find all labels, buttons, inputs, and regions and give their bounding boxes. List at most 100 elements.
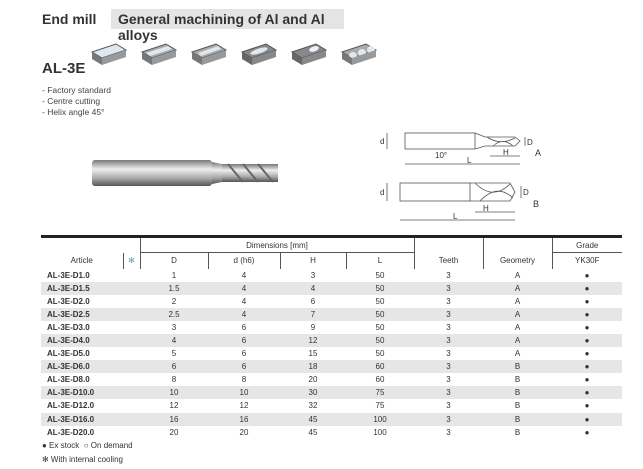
table-cell: 3 <box>446 388 451 398</box>
article-cell: AL-3E-D10.0 <box>47 388 95 398</box>
end-mill-photo <box>92 160 278 186</box>
column-header: ✻ <box>122 252 140 269</box>
column-header: YK30F <box>551 252 622 269</box>
article-cell: AL-3E-D2.0 <box>47 296 90 306</box>
table-cell: 3 <box>171 322 177 332</box>
table-cell: ● <box>584 388 590 398</box>
table-cell: B <box>514 414 521 424</box>
article-cell: AL-3E-D12.0 <box>47 401 95 411</box>
table-cell: B <box>514 388 521 398</box>
table-cell: ● <box>584 349 590 359</box>
table-cell: 60 <box>375 362 385 372</box>
face-milling-icon <box>90 43 128 65</box>
column-header: D <box>139 252 208 269</box>
table-cell: 6 <box>241 362 247 372</box>
legend-cooling: ✻ With internal cooling <box>42 455 123 464</box>
table-cell: 10 <box>239 388 249 398</box>
table-cell <box>123 282 140 295</box>
geometry-a-label: A <box>535 148 541 158</box>
table-cell: 3 <box>446 270 451 280</box>
column-header: L <box>345 252 414 269</box>
table-cell: A <box>514 296 521 306</box>
table-cell: 20 <box>169 427 179 437</box>
table-cell: 100 <box>373 414 387 424</box>
table-cell <box>123 347 140 360</box>
table-cell: 20 <box>239 427 249 437</box>
table-cell: 5 <box>171 349 177 359</box>
table-cell: B <box>514 362 521 372</box>
copy-milling-icon <box>340 43 378 65</box>
pocket-milling-icon <box>240 43 278 65</box>
article-cell: AL-3E-D8.0 <box>47 375 90 385</box>
article-cell: AL-3E-D20.0 <box>47 427 95 437</box>
table-cell: ● <box>584 362 590 372</box>
article-cell: AL-3E-D1.5 <box>47 283 90 293</box>
table-cell: 2 <box>171 296 177 306</box>
table-cell: 50 <box>375 283 385 293</box>
legend-on-demand: ○ On demand <box>83 441 133 450</box>
table-cell: 1 <box>171 270 177 280</box>
table-cell <box>123 334 140 347</box>
article-cell: AL-3E-D1.0 <box>47 270 90 280</box>
table-cell: ● <box>584 336 590 346</box>
table-cell: B <box>514 427 521 437</box>
dim-d-label: d <box>380 188 384 197</box>
table-cell: 8 <box>171 375 177 385</box>
table-cell: 6 <box>171 362 177 372</box>
column-header: d (h6) <box>207 252 280 269</box>
table-cell: 4 <box>171 336 177 346</box>
table-cell: 16 <box>239 414 249 424</box>
table-cell: 50 <box>375 270 385 280</box>
table-cell: 100 <box>373 427 387 437</box>
table-cell: 10 <box>169 388 179 398</box>
subtitle-banner: General machining of Al and Al alloys <box>111 9 344 43</box>
table-cell: A <box>514 283 521 293</box>
table-cell: ● <box>584 375 590 385</box>
grade-header: Grade <box>551 236 622 253</box>
table-cell: 3 <box>446 283 451 293</box>
table-cell <box>123 308 140 321</box>
table-cell: 50 <box>375 336 385 346</box>
table-cell: A <box>514 349 521 359</box>
table-cell: 18 <box>308 362 318 372</box>
column-header: H <box>279 252 346 269</box>
dim-d-label: d <box>380 137 384 146</box>
shoulder-milling-icon <box>140 43 178 65</box>
table-cell: 12 <box>308 336 318 346</box>
table-cell: A <box>514 270 521 280</box>
dim-h-label: H <box>503 148 509 157</box>
feature-item: - Factory standard <box>42 85 111 95</box>
table-cell: 75 <box>375 388 385 398</box>
dim-l-label: L <box>453 212 458 221</box>
table-cell: ● <box>584 322 590 332</box>
table-cell <box>123 426 140 439</box>
table-cell: ● <box>584 401 590 411</box>
table-cell: ● <box>584 414 590 424</box>
table-cell: 12 <box>169 401 179 411</box>
table-cell: A <box>514 322 521 332</box>
geometry-drawing: d 10° L H D A d L H D B <box>380 132 541 221</box>
table-cell: 8 <box>241 375 247 385</box>
table-cell <box>123 413 140 426</box>
column-header: Teeth <box>413 252 483 269</box>
table-cell: B <box>514 375 521 385</box>
plunge-milling-icon <box>290 43 328 65</box>
table-cell: 9 <box>310 322 316 332</box>
table-cell: A <box>514 309 521 319</box>
dim-h-label: H <box>483 204 489 213</box>
article-cell: AL-3E-D16.0 <box>47 414 95 424</box>
table-cell: 4 <box>310 283 316 293</box>
table-cell: 6 <box>241 349 247 359</box>
dim-D-label: D <box>527 138 533 147</box>
table-cell: B <box>514 401 521 411</box>
table-cell: 3 <box>446 309 451 319</box>
table-cell: 3 <box>310 270 316 280</box>
table-cell: A <box>514 336 521 346</box>
column-header: Article <box>70 256 93 265</box>
